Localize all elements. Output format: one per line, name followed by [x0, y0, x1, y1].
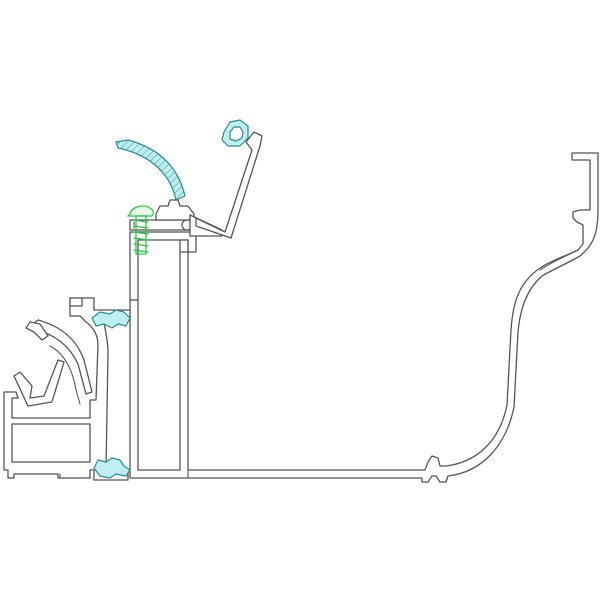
fixing-screw — [126, 205, 154, 255]
upper-thermal-gasket — [91, 309, 131, 329]
base-sill-profile — [129, 152, 599, 483]
hinged-arm — [195, 131, 263, 239]
lower-thermal-gasket — [93, 457, 131, 479]
left-curved-bead — [13, 319, 93, 407]
gutter-channel — [539, 159, 591, 271]
end-cap-gasket — [221, 119, 249, 147]
left-frame-profile — [3, 297, 131, 481]
glazing-bead — [115, 139, 186, 201]
